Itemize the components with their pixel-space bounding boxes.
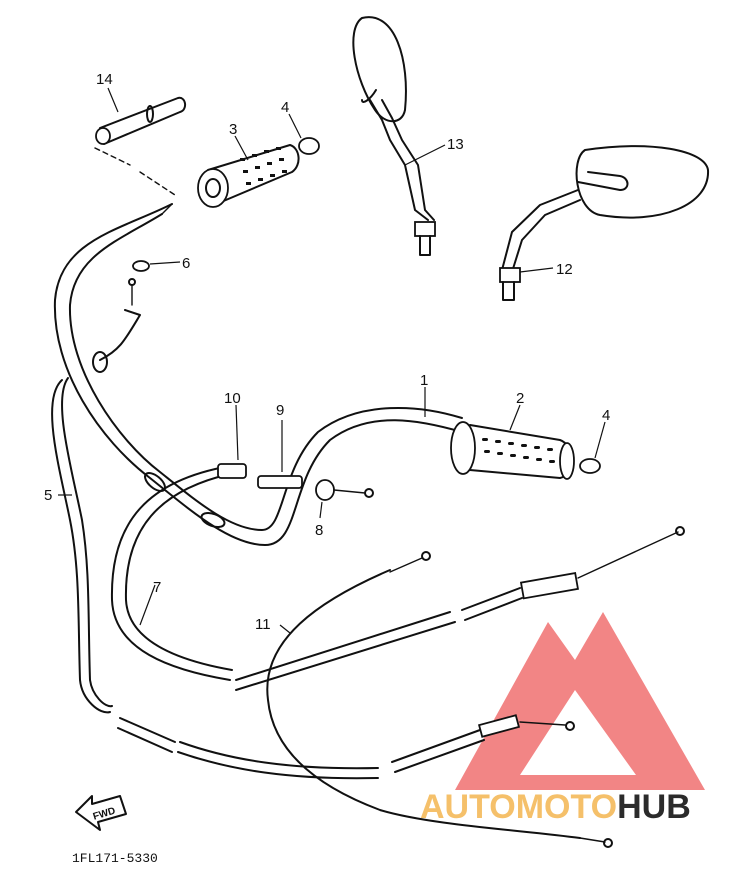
callout-4-upper: 4	[281, 99, 289, 116]
callout-labels: 1 2 3 4 4 5 6 7 8 9 10 11 12 13 14	[44, 71, 610, 633]
callout-6: 6	[182, 255, 190, 272]
callout-1: 1	[420, 372, 428, 389]
cable-11	[266, 551, 613, 848]
mirror-left	[352, 16, 446, 256]
clutch-cable	[51, 377, 113, 714]
callout-7: 7	[153, 579, 161, 596]
callout-11: 11	[255, 616, 271, 633]
grip-end-cap-right	[579, 421, 606, 474]
throttle-cable	[110, 465, 685, 691]
watermark-text-auto: AUTO	[420, 788, 516, 826]
callout-14: 14	[96, 71, 113, 88]
cable-adjuster-10	[217, 404, 247, 479]
callout-2: 2	[516, 390, 524, 407]
watermark-text-hub: HUB	[617, 788, 691, 826]
callout-5: 5	[44, 487, 52, 504]
fwd-arrow: FWD	[75, 795, 127, 831]
callout-3: 3	[229, 121, 237, 138]
callout-8: 8	[315, 522, 323, 539]
brake-hose	[92, 260, 181, 373]
handlebar	[53, 203, 463, 546]
lower-cable	[117, 714, 575, 780]
watermark-triangle	[455, 612, 705, 790]
watermark-logo	[455, 612, 705, 790]
cable-nut-8	[315, 479, 374, 519]
grip-end-cap-left	[288, 113, 320, 155]
mirror-right	[499, 145, 710, 301]
callout-13: 13	[447, 136, 464, 153]
watermark-text-moto: MOTO	[516, 788, 617, 826]
callout-10: 10	[224, 390, 241, 407]
callout-9: 9	[276, 402, 284, 419]
part-code: 1FL171-5330	[72, 851, 158, 866]
handlebar-weight	[94, 87, 186, 196]
callout-4-lower: 4	[602, 407, 610, 424]
watermark-text: AUTOMOTOHUB	[420, 788, 691, 826]
callout-12: 12	[556, 261, 573, 278]
throttle-grip	[197, 135, 300, 208]
cable-adjuster-9	[257, 420, 303, 489]
right-grip	[450, 404, 575, 480]
